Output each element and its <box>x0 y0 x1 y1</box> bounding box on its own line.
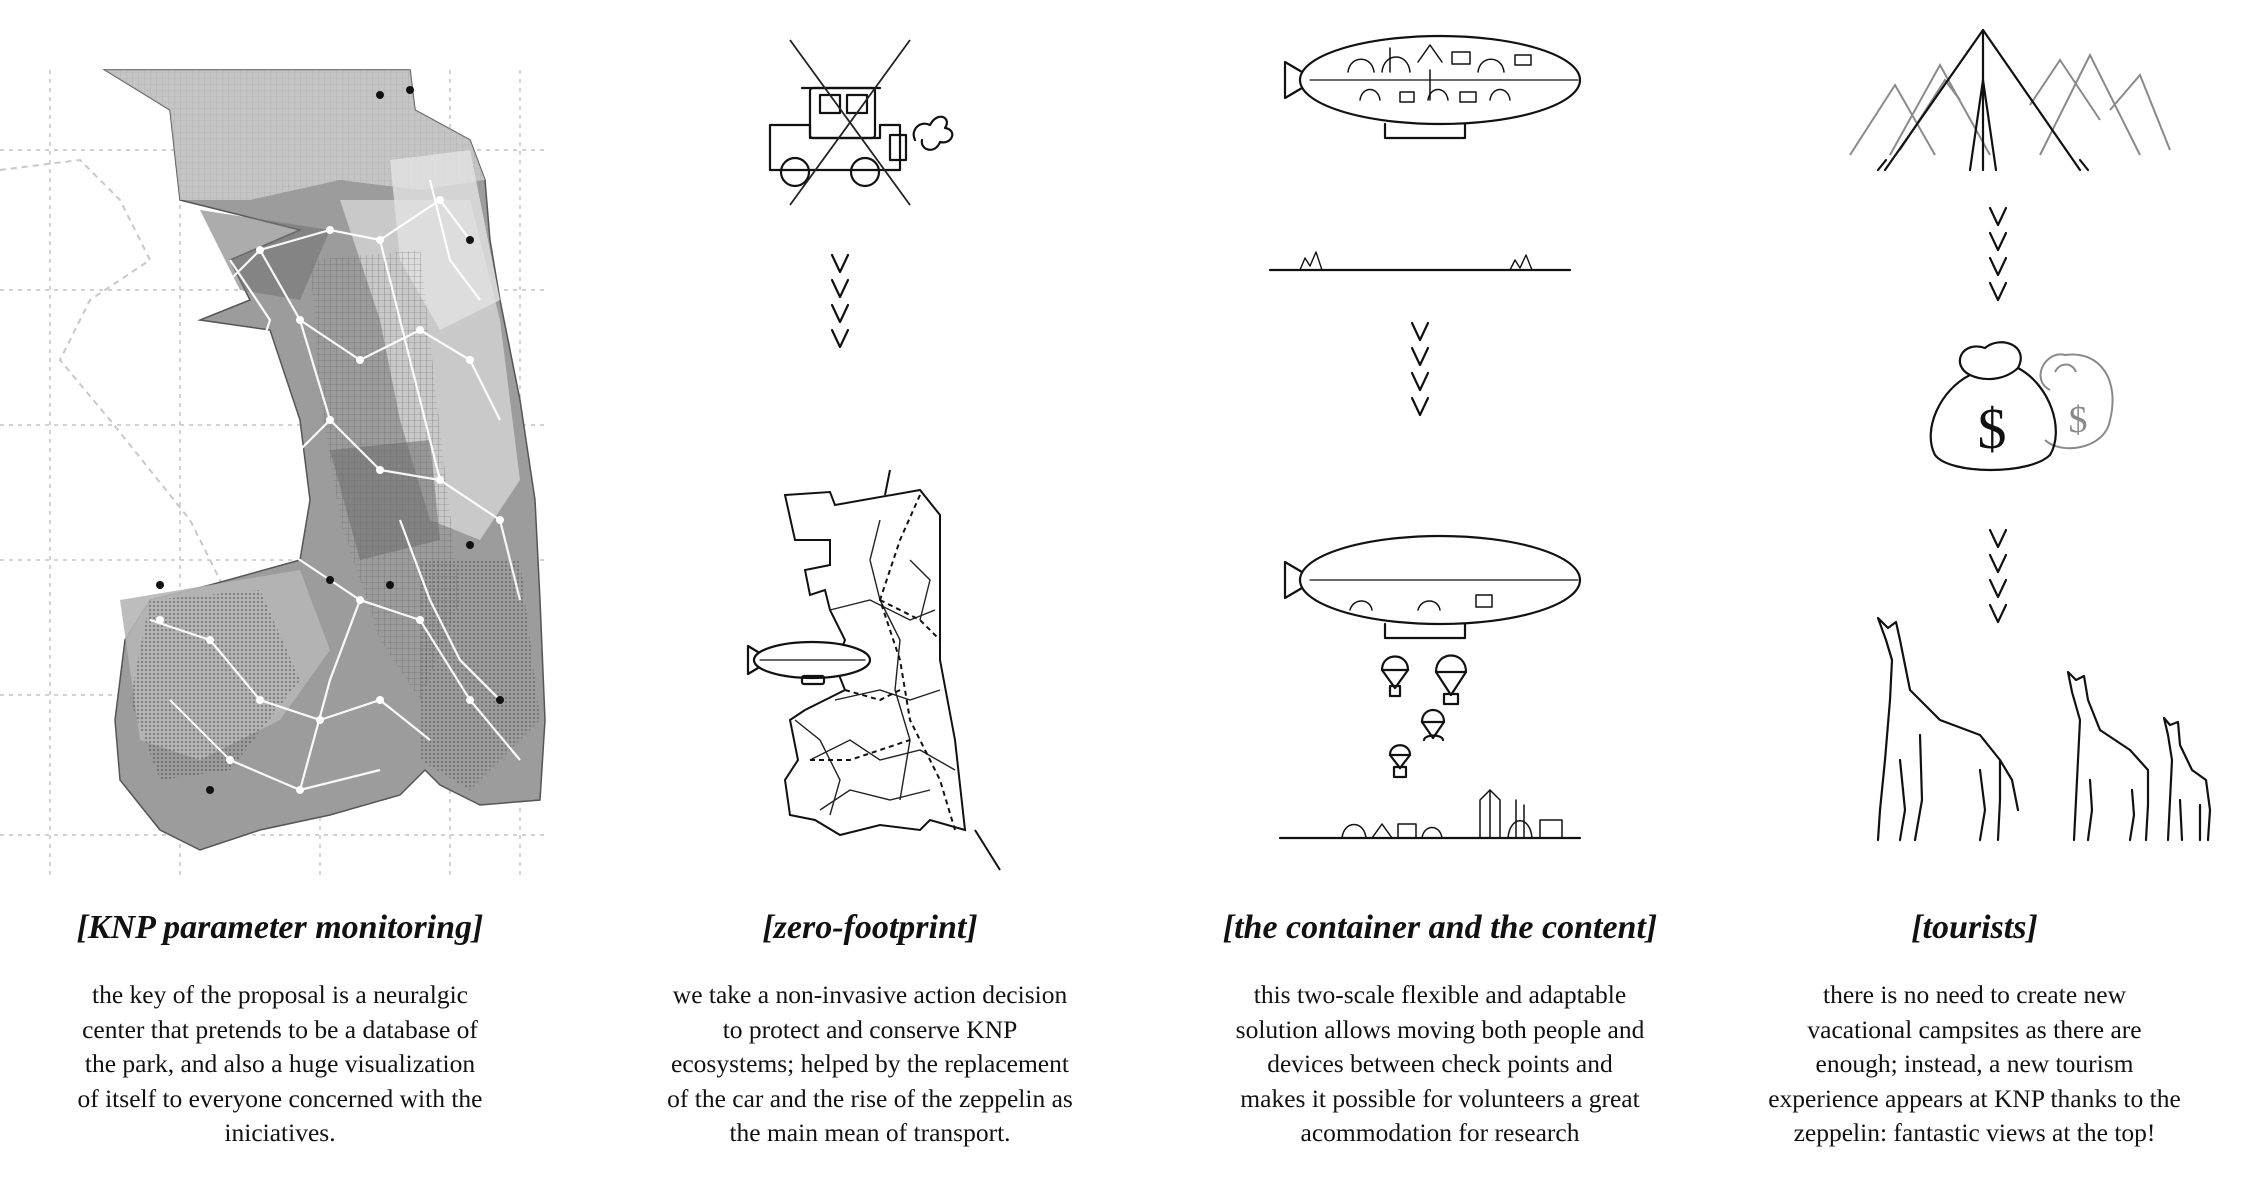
down-arrows-icon <box>1988 528 2008 624</box>
description-line: the key of the proposal is a neuralgic <box>91 980 468 1009</box>
description-line: this two-scale flexible and adaptable <box>1253 980 1627 1009</box>
description-line: we take a non-invasive action decision <box>672 980 1068 1009</box>
description-line: devices between check points and <box>1267 1049 1613 1078</box>
crossed-out-car-icon <box>768 39 954 206</box>
terrain-line-icon <box>1268 251 1572 272</box>
panel-tourists: $ $ [tourists] there is no need to creat… <box>1700 0 2249 1199</box>
panel-description: this two-scale flexible and adaptable so… <box>1160 978 1720 1151</box>
zeppelin-icon <box>746 640 872 686</box>
zeppelin-with-parachutes-icon <box>1283 534 1582 640</box>
description-line: makes it possible for volunteers a great <box>1240 1083 1640 1113</box>
tourists-artwork: $ $ <box>1849 28 2212 842</box>
parachutes-icon <box>1380 654 1468 779</box>
description-line: there is no need to create new <box>1822 980 2127 1009</box>
description-line: experience appears at KNP thanks to the <box>1768 1083 2181 1113</box>
down-arrows-icon <box>830 253 850 349</box>
description-line: zeppelin: fantastic views at the top! <box>1793 1118 2156 1147</box>
park-route-map-icon <box>783 469 1001 871</box>
panel-title: [the container and the content] <box>1222 909 1658 946</box>
container-content-artwork <box>1268 34 1582 840</box>
panel-container-content: [the container and the content] this two… <box>1160 0 1720 1199</box>
panel-zero-footprint: [zero-footprint] we take a non-invasive … <box>580 0 1160 1199</box>
panel-knp-monitoring: [KNP parameter monitoring] the key of th… <box>0 0 560 1199</box>
panel-description: the key of the proposal is a neuralgic c… <box>0 978 560 1151</box>
knp-monitoring-map <box>0 69 546 880</box>
zero-footprint-artwork <box>746 39 1001 871</box>
neighbour-outline <box>0 158 231 601</box>
description-line: solution allows moving both people and <box>1235 1014 1645 1044</box>
dollar-sign-large: $ <box>1978 396 2007 461</box>
panel-title: [tourists] <box>1911 909 2038 946</box>
description-line: the park, and also a huge visualization <box>84 1049 476 1078</box>
description-line: ecosystems; helped by the replacement <box>671 1049 1069 1078</box>
panel-title: [zero-footprint] <box>762 909 978 946</box>
deployed-equipment-icon <box>1278 789 1582 840</box>
dollar-sign-small: $ <box>2069 399 2088 441</box>
description-line: center that pretends to be a database of <box>82 1014 478 1044</box>
giraffes-icon <box>1876 616 2212 842</box>
down-arrows-icon <box>1988 206 2008 302</box>
down-arrows-icon <box>1410 321 1430 417</box>
money-bags-icon: $ $ <box>1929 341 2114 472</box>
loaded-zeppelin-icon <box>1283 34 1582 140</box>
description-line: acommodation for research <box>1300 1118 1580 1147</box>
monitoring-nodes <box>156 196 504 794</box>
description-line: the main mean of transport. <box>729 1118 1011 1147</box>
description-line: vacational campsites as there are <box>1807 1014 2142 1044</box>
description-line: of itself to everyone concerned with the <box>77 1083 483 1113</box>
tents-icon <box>1849 28 2171 172</box>
description-line: of the car and the rise of the zeppelin … <box>667 1083 1073 1113</box>
panel-title: [KNP parameter monitoring] <box>76 909 484 946</box>
panel-description: there is no need to create new vacationa… <box>1700 978 2249 1151</box>
panel-description: we take a non-invasive action decision t… <box>580 978 1160 1151</box>
description-line: to protect and conserve KNP <box>722 1014 1018 1044</box>
description-line: iniciatives. <box>224 1118 336 1147</box>
description-line: enough; instead, a new tourism <box>1815 1049 2134 1078</box>
